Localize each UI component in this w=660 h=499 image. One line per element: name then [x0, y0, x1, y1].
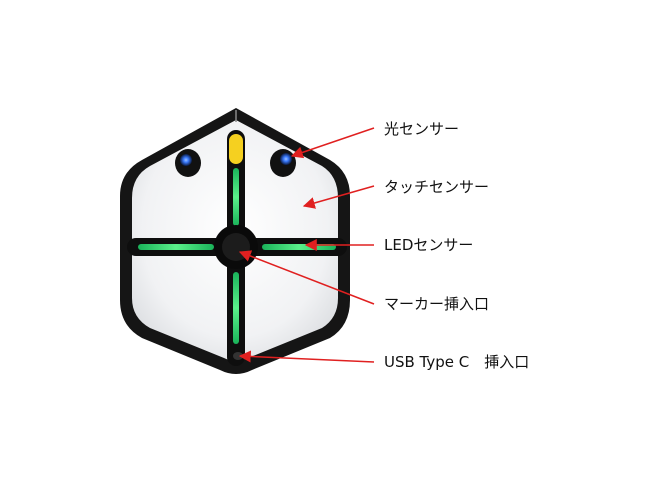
led-strip-left [138, 244, 214, 250]
arrow-usb-port [238, 350, 375, 363]
left-light-sensor [175, 149, 201, 177]
label-light-sensor: 光センサー [384, 120, 460, 138]
arrow-light-sensor [290, 127, 375, 159]
label-touch-sensor: タッチセンサー [384, 178, 490, 196]
label-marker-slot: マーカー挿入口 [384, 295, 490, 313]
led-strip-bottom [233, 272, 239, 344]
arrow-marker-slot [238, 250, 375, 305]
label-usb-port: USB Type C 挿入口 [384, 353, 530, 371]
top-led-yellow [229, 134, 243, 164]
label-led-sensor: LEDセンサー [384, 236, 474, 254]
led-strip-top [233, 168, 239, 226]
arrow-touch-sensor [302, 185, 375, 209]
right-light-sensor [270, 149, 296, 177]
